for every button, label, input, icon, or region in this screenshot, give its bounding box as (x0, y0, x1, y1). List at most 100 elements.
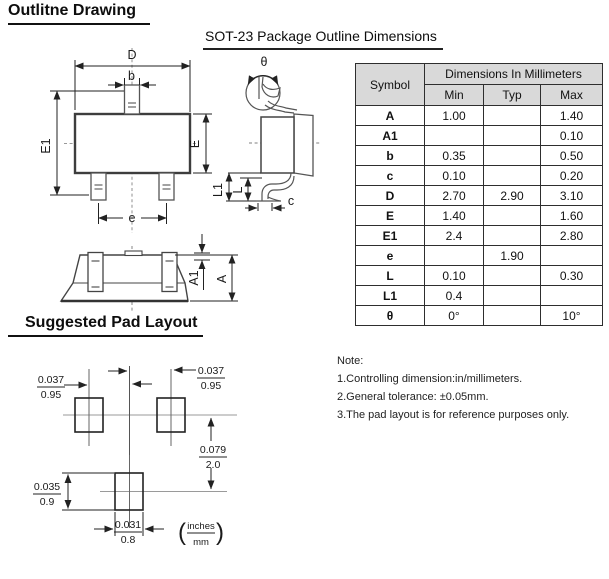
pad-left (74, 397, 104, 433)
cell-max: 0.50 (540, 145, 603, 166)
cell-max (540, 245, 603, 266)
cell-max: 3.10 (540, 185, 603, 206)
cell-typ (483, 285, 541, 306)
table-row: A 1.00 1.40 (355, 105, 603, 126)
cell-max: 10° (540, 305, 603, 326)
cell-max: 2.80 (540, 225, 603, 246)
pad-right (156, 397, 186, 433)
lead-front-left (87, 251, 104, 293)
dim-label-A: A (215, 274, 229, 283)
dim-label-E1: E1 (39, 138, 53, 153)
notes-title: Note: (337, 355, 364, 367)
cell-min: 0.10 (424, 165, 484, 186)
table-row: E 1.40 1.60 (355, 205, 603, 226)
cell-min: 0.35 (424, 145, 484, 166)
cell-min (424, 125, 484, 146)
col-header-symbol: Symbol (355, 63, 425, 106)
cell-symbol: D (355, 185, 425, 206)
cell-symbol: θ (355, 305, 425, 326)
cell-symbol: b (355, 145, 425, 166)
dim-label-A1: A1 (187, 270, 201, 285)
dim-label-e: e (129, 211, 136, 225)
pin-bottom-left (90, 172, 107, 201)
dim-label-b: b (128, 69, 135, 83)
cell-symbol: E (355, 205, 425, 226)
note-line-2: 2.General tolerance: ±0.05mm. (337, 391, 489, 403)
col-header-group: Dimensions In Millimeters (424, 63, 603, 85)
package-body-side (260, 116, 295, 174)
cell-typ (483, 165, 541, 186)
cell-symbol: E1 (355, 225, 425, 246)
cell-symbol: c (355, 165, 425, 186)
dim-label-theta: θ (261, 55, 268, 69)
cell-symbol: A1 (355, 125, 425, 146)
lead-front-right (161, 251, 178, 293)
table-row: θ 0° 10° (355, 305, 603, 326)
col-header-typ: Typ (483, 84, 541, 106)
dim-label-L1: L1 (211, 183, 225, 197)
pin-top (123, 84, 141, 115)
cell-min: 2.4 (424, 225, 484, 246)
dim-pad-height-mm: 0.9 (40, 496, 55, 508)
cell-typ (483, 145, 541, 166)
cell-typ (483, 265, 541, 286)
cell-typ (483, 305, 541, 326)
cell-symbol: L (355, 265, 425, 286)
col-header-min: Min (424, 84, 484, 106)
dim-right-pitch-mm: 0.95 (201, 380, 222, 392)
note-line-3: 3.The pad layout is for reference purpos… (337, 409, 570, 421)
cell-typ (483, 205, 541, 226)
cell-symbol: e (355, 245, 425, 266)
table-row: A1 0.10 (355, 125, 603, 146)
pad-layout-title: Suggested Pad Layout (8, 314, 204, 337)
dim-left-pitch-in: 0.037 (38, 374, 64, 386)
pad-layout-drawing: 0.037 0.95 0.037 0.95 0.079 2.0 0.035 0.… (33, 365, 237, 548)
cell-min: 0° (424, 305, 484, 326)
legend-open-paren: ( (178, 519, 186, 546)
cell-typ (483, 105, 541, 126)
front-view-drawing: A1 A (59, 234, 238, 312)
dim-label-L: L (231, 186, 245, 193)
pin-bottom-right (158, 172, 175, 201)
dim-left-pitch-mm: 0.95 (41, 389, 62, 401)
pin-top-front (124, 250, 143, 257)
cell-symbol: A (355, 105, 425, 126)
legend-close-paren: ) (216, 519, 224, 546)
cell-symbol: L1 (355, 285, 425, 306)
cell-typ: 1.90 (483, 245, 541, 266)
cell-max: 1.40 (540, 105, 603, 126)
dim-label-E: E (188, 140, 202, 148)
cell-typ: 2.90 (483, 185, 541, 206)
cell-max: 0.10 (540, 125, 603, 146)
dim-vertical-mm: 2.0 (206, 459, 221, 471)
package-body-back (293, 113, 314, 177)
table-row: c 0.10 0.20 (355, 165, 603, 186)
dim-label-D: D (127, 48, 136, 62)
cell-max: 0.30 (540, 265, 603, 286)
cell-min (424, 245, 484, 266)
cell-max: 0.20 (540, 165, 603, 186)
cell-max: 1.60 (540, 205, 603, 226)
table-title: SOT-23 Package Outline Dimensions (203, 28, 443, 50)
table-row: e 1.90 (355, 245, 603, 266)
cell-min: 1.00 (424, 105, 484, 126)
side-view-drawing: θ L1 L c (211, 55, 320, 212)
table-row: L 0.10 0.30 (355, 265, 603, 286)
cell-typ (483, 125, 541, 146)
legend-mm: mm (193, 537, 209, 548)
note-line-1: 1.Controlling dimension:in/millimeters. (337, 373, 523, 385)
table-row: b 0.35 0.50 (355, 145, 603, 166)
dim-vertical-in: 0.079 (200, 444, 226, 456)
top-view-drawing: D b E1 E e (39, 48, 212, 233)
dim-pad-width-mm: 0.8 (121, 534, 136, 546)
dim-right-pitch-in: 0.037 (198, 365, 224, 377)
dim-label-c: c (288, 194, 294, 208)
dim-pad-width-in: 0.031 (115, 519, 141, 531)
legend-inches: inches (187, 521, 215, 532)
dimensions-table: Symbol Dimensions In Millimeters Min Typ… (355, 63, 603, 326)
table-row: L1 0.4 (355, 285, 603, 306)
cell-max (540, 285, 603, 306)
cell-min: 1.40 (424, 205, 484, 226)
col-header-max: Max (540, 84, 603, 106)
